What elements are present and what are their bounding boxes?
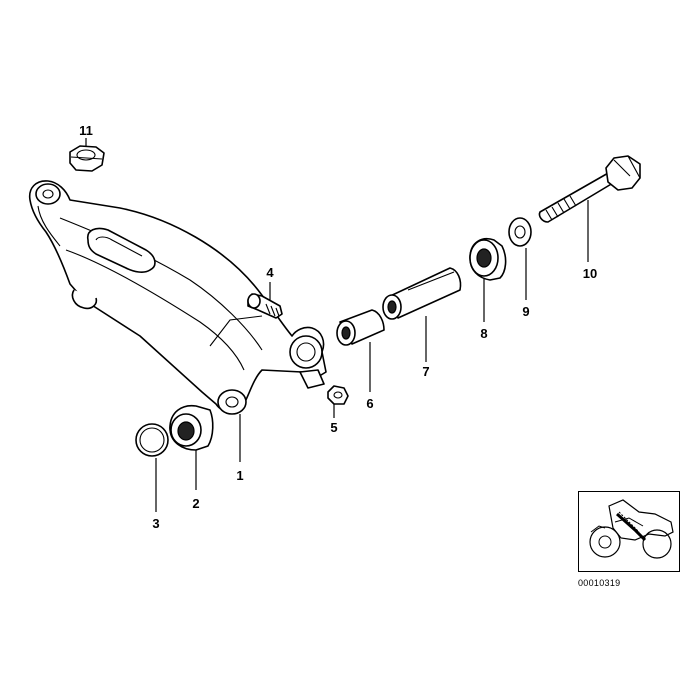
callout-3: 3 <box>152 516 159 531</box>
circlip-part-3[interactable] <box>135 423 169 457</box>
long-bolt-part-10[interactable] <box>538 155 641 223</box>
callout-5: 5 <box>330 420 337 435</box>
callout-1: 1 <box>236 468 243 483</box>
leader-lines <box>85 138 589 512</box>
callout-labels: 11 1 2 3 4 5 6 7 8 9 10 <box>79 123 597 531</box>
bearing-part-2[interactable] <box>169 404 214 451</box>
nut-part-5[interactable] <box>327 385 349 405</box>
spacer-sleeve-part-7[interactable] <box>382 267 462 320</box>
bearing-part-8[interactable] <box>469 238 507 281</box>
motorcycle-icon <box>589 499 674 559</box>
swing-arm-part-1[interactable] <box>28 180 327 415</box>
bolt-part-4[interactable] <box>247 293 283 319</box>
callout-4: 4 <box>266 265 274 280</box>
callout-2: 2 <box>192 496 199 511</box>
diagram-reference-code: 00010319 <box>578 578 621 588</box>
callout-6: 6 <box>366 396 373 411</box>
callout-8: 8 <box>480 326 487 341</box>
hex-nut-part-11[interactable] <box>69 145 105 172</box>
callout-11: 11 <box>79 123 93 138</box>
bushing-part-6[interactable] <box>336 309 385 346</box>
washer-part-9[interactable] <box>508 217 532 247</box>
motorcycle-locator-inset <box>578 491 680 572</box>
callout-9: 9 <box>522 304 529 319</box>
callout-7: 7 <box>422 364 429 379</box>
callout-10: 10 <box>583 266 597 281</box>
